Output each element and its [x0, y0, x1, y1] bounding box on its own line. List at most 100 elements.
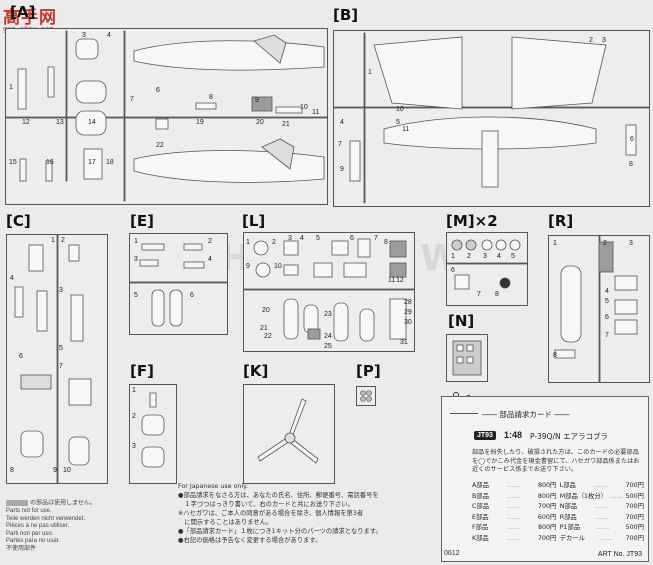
part-name: デカール: [559, 534, 585, 542]
sprue-n-parts: [452, 340, 482, 376]
legend-line: Partes para no usar.: [6, 538, 61, 545]
price-row: A部品……800円 L部品……700円: [472, 481, 644, 492]
price-row: C部品……700円 N部品……700円: [472, 502, 644, 513]
part-price: 600円: [537, 513, 557, 521]
sprue-b-parts: [333, 32, 650, 204]
sprue-a-label: [A]: [10, 3, 36, 21]
price-list: A部品……800円 L部品……700円 B部品……800円 M部品（1枚分）……500…: [472, 481, 644, 544]
note-line: に開示することはありません。: [178, 519, 273, 526]
price-row: B部品……800円 M部品（1枚分）……500円: [472, 492, 644, 503]
sprue-p: [356, 386, 376, 406]
sprue-n-label: [N]: [448, 312, 475, 330]
price-cell: C部品……700円: [472, 502, 556, 513]
sprue-e: 1 2 3 4 5 6: [129, 233, 228, 335]
part-price: 800円: [537, 492, 557, 500]
part-price: 800円: [537, 524, 557, 531]
kit-name: P-39Q/N エアラコブラ: [530, 432, 609, 441]
sprue-m: 1 2 3 4 5 6 7 8: [446, 232, 528, 306]
parts-request-card: ―― 部品請求カード ―― JT93 1:48 P-39Q/N エアラコブラ 部…: [441, 396, 649, 562]
card-divider-left: [450, 413, 478, 414]
sprue-k: [243, 384, 335, 484]
unused-parts-legend: の部品は使用しません。 Parts not for use. Teile wer…: [6, 500, 166, 560]
price-cell: E部品……600円: [472, 513, 556, 524]
sprue-f: 1 2 3: [129, 384, 177, 484]
price-cell: P1部品……500円: [560, 523, 644, 534]
card-title: ―― 部品請求カード ――: [482, 410, 570, 419]
part-price: 700円: [625, 482, 644, 489]
part-price: 500円: [625, 492, 644, 500]
note-line: For Japanese use only.: [178, 483, 249, 490]
sprue-n: [446, 334, 488, 382]
part-name: B部品: [472, 492, 489, 500]
price-cell: R部品……700円: [560, 513, 644, 524]
art-number: ART No. JT93: [597, 551, 642, 558]
note-line: ●右記の価格は予告なく変更する場合があります。: [178, 537, 322, 544]
propeller-part: [257, 398, 319, 464]
price-row: E部品……600円 R部品……700円: [472, 513, 644, 524]
card-description: 部品を紛失したり、破損された方は、このカードの必要部品を◯でかこみ代金を現金書留…: [472, 449, 640, 473]
kit-scale: 1:48: [504, 430, 523, 440]
sprue-f-parts: [141, 392, 165, 468]
note-line: ●「部品請求カード」１枚につき1キット分のパーツの請求となります。: [178, 528, 382, 535]
sprue-c-label: [C]: [6, 212, 31, 230]
price-cell: デカール……700円: [560, 534, 644, 545]
sprue-e-label: [E]: [130, 212, 154, 230]
legend-swatch: [6, 500, 28, 506]
price-row: F部品……800円 P1部品……500円: [472, 523, 644, 534]
part-price: 800円: [537, 482, 557, 489]
sprue-c: 1 2 4 3 5 6 7 8 9 10: [6, 234, 108, 484]
legend-line: Parts not for use.: [6, 508, 52, 515]
print-code: 0612: [444, 550, 460, 557]
note-line: １字づつはっきり書いて、右のカードと共にお送り下さい。: [178, 501, 354, 508]
part-name: N部品: [559, 503, 578, 510]
part-name: A部品: [472, 482, 489, 489]
part-price: 500円: [625, 524, 644, 531]
sprue-p-parts: [360, 390, 372, 402]
sprue-r-label: [R]: [548, 212, 574, 230]
sprue-l: 1 2 3 4 5 6 7 8 9 10 11 12 20 21 22 23 2…: [243, 232, 415, 352]
note-line: ※ハセガワは、ご本人の同意がある場合を除き、個人情報を第3者: [178, 510, 364, 517]
legend-line: 不使用部件: [6, 545, 37, 552]
sprue-k-label: [K]: [243, 362, 269, 380]
legend-line: Teile werden nicht verwendet.: [6, 515, 86, 522]
sprue-a-parts: [5, 30, 328, 202]
sprue-a: 1 3 4 6 7 8 9 10 11 12 13 14 15 16 17 18…: [5, 28, 328, 205]
sprue-r-parts: [554, 235, 638, 383]
ordering-notes: For Japanese use only. ●部品請求をなさる方は、あなたの氏…: [178, 482, 433, 545]
sprue-b-label: [B]: [333, 6, 359, 24]
price-cell: N部品……700円: [560, 502, 644, 513]
part-name: P1部品: [559, 524, 581, 531]
price-cell: A部品……800円: [472, 481, 556, 492]
part-name: L部品: [559, 482, 576, 489]
part-name: K部品: [472, 534, 489, 542]
price-cell: B部品……800円: [472, 492, 556, 503]
brand-logo: 高手网: [3, 8, 57, 28]
price-cell: F部品……800円: [472, 523, 556, 534]
part-price: 700円: [625, 503, 644, 510]
sprue-m-label: [M]×2: [446, 212, 498, 230]
sprue-l-parts: [243, 238, 415, 342]
sprue-m-parts: [446, 239, 528, 290]
part-price: 700円: [625, 513, 644, 521]
sprue-p-label: [P]: [356, 362, 381, 380]
sprue-b: 1 2 3 4 5 6 7 8 9 10 11: [333, 30, 650, 207]
price-cell: M部品（1枚分）……500円: [560, 492, 644, 503]
part-name: M部品（1枚分）: [559, 492, 607, 500]
part-name: R部品: [559, 513, 577, 521]
part-price: 700円: [537, 534, 557, 542]
price-cell: K部品……700円: [472, 534, 556, 545]
part-name: F部品: [472, 524, 489, 531]
part-price: 700円: [625, 534, 644, 542]
part-name: C部品: [472, 503, 489, 510]
sprue-f-label: [F]: [130, 362, 154, 380]
legend-line: Pièces à ne pas utiliser.: [6, 523, 70, 530]
price-cell: L部品……700円: [560, 481, 644, 492]
part-name: E部品: [472, 513, 489, 521]
sprue-l-label: [L]: [242, 212, 266, 230]
kit-code-badge: JT93: [474, 431, 496, 440]
price-row: K部品……700円デカール……700円: [472, 534, 644, 545]
part-price: 700円: [537, 503, 557, 510]
sprue-c-parts: [14, 234, 92, 484]
note-line: ●部品請求をなさる方は、あなたの氏名、住所、郵便番号、電話番号を: [178, 492, 379, 499]
sprue-e-parts: [129, 243, 228, 327]
